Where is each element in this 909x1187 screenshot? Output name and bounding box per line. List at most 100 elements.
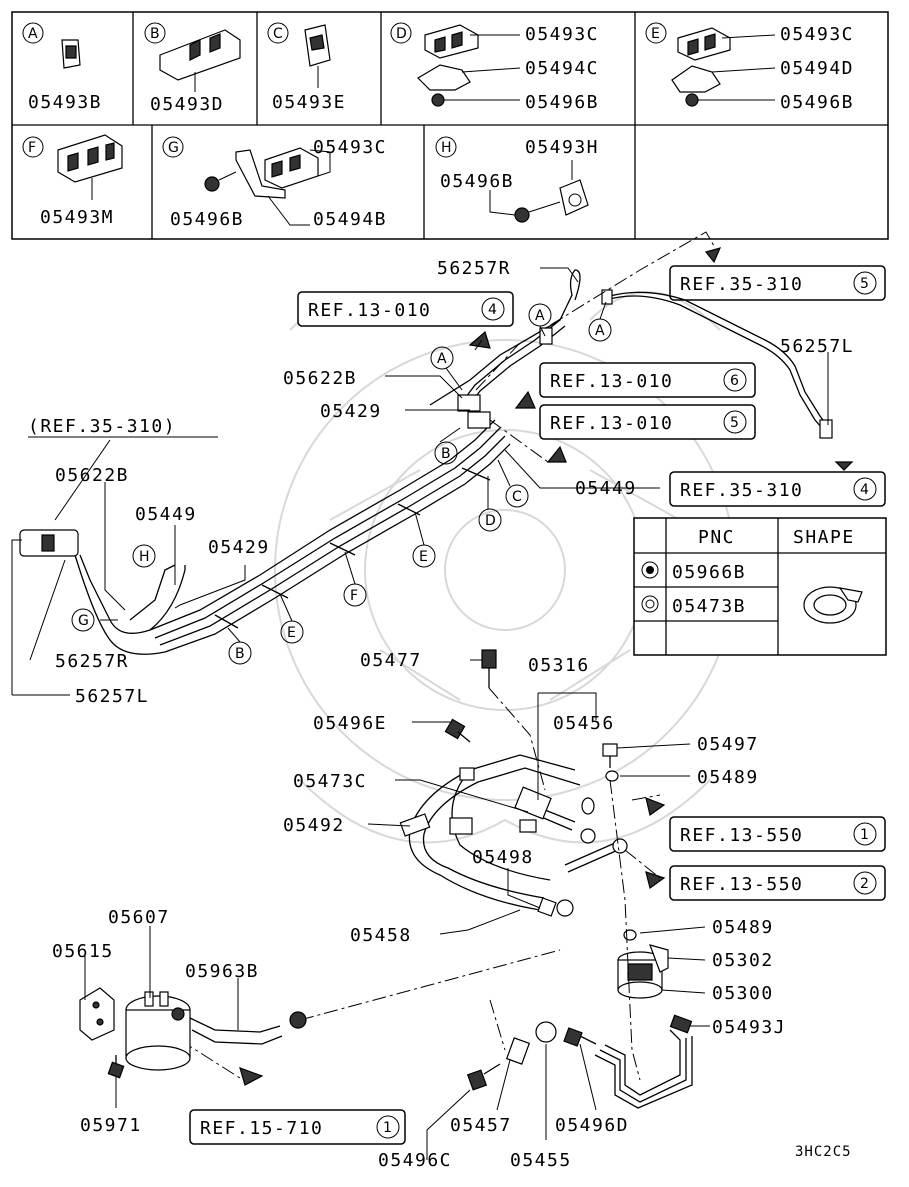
panel-letter-c: C [273,26,283,42]
label-56257R-left: 56257R [55,651,129,672]
label-05477: 05477 [360,650,422,671]
svg-text:F: F [350,588,358,604]
label-05300: 05300 [712,983,774,1004]
double-ring-icon [645,599,655,609]
labels-top: 56257R 56257L 05622B 05429 05449 05622B … [55,258,853,707]
label-05449-mid: 05449 [575,478,637,499]
filled-ring-icon [646,566,654,574]
canister-assembly [79,987,597,1091]
svg-text:5: 5 [860,276,869,292]
svg-text:C: C [512,489,522,505]
svg-text:REF.35-310: REF.35-310 [680,480,803,501]
canister-05607 [125,991,191,1071]
table-header-shape: SHAPE [793,527,855,548]
pnc-shape-table: PNC SHAPE 05966B 05473B [633,517,887,656]
table-header-pnc: PNC [698,527,735,548]
label-05963B: 05963B [185,961,259,982]
bolt-05496C [466,1063,501,1091]
label-05622B-mid: 05622B [283,368,357,389]
svg-text:4: 4 [488,302,497,318]
ref-box-15-710-1: REF.15-710 1 [189,1109,406,1145]
svg-text:REF.13-550: REF.13-550 [680,874,803,895]
bolt-05496D [563,1027,597,1047]
label-05429-left: 05429 [208,537,270,558]
label-05607: 05607 [108,907,170,928]
leaders-middle [367,659,710,1027]
label-05622B-left: 05622B [55,465,129,486]
label-56257R-top: 56257R [437,258,511,279]
svg-text:REF.13-010: REF.13-010 [550,371,673,392]
part-05493C-e: 05493C [780,24,854,45]
svg-text:G: G [78,613,89,629]
svg-text:REF.13-010: REF.13-010 [308,300,431,321]
panel-letter-b: B [150,26,160,42]
svg-text:D: D [485,513,496,529]
panel-letter-e: E [651,26,660,42]
svg-text:1: 1 [860,827,869,843]
svg-text:5: 5 [730,415,739,431]
part-05493M: 05493M [40,207,114,228]
svg-text:H: H [139,549,150,565]
panel-letter-h: H [441,140,452,156]
label-05489-lower: 05489 [712,917,774,938]
part-05493D: 05493D [150,94,224,115]
label-05492: 05492 [283,815,345,836]
label-05302: 05302 [712,950,774,971]
part-05494D: 05494D [780,58,854,79]
svg-text:A: A [595,323,605,339]
label-05971: 05971 [80,1115,142,1136]
label-05496D: 05496D [555,1115,629,1136]
svg-text:B: B [441,446,451,462]
ref-box-35-310-4: REF.35-310 4 [669,471,886,507]
label-05493J: 05493J [712,1017,786,1038]
label-05473C: 05473C [293,771,367,792]
part-05493E: 05493E [272,92,346,113]
hose-05963B [189,1017,283,1045]
ref-box-13-550-1: REF.13-550 1 [669,816,886,852]
ref-arrows [239,247,854,1086]
panel-b: B 05493D [144,22,241,115]
part-05494C: 05494C [525,58,599,79]
ref-box-35-310-5: REF.35-310 5 [669,265,886,301]
part-05494B: 05494B [313,209,387,230]
svg-text:4: 4 [860,482,869,498]
part-05493B: 05493B [28,92,102,113]
bolt-05477 [481,649,497,688]
panel-letter-g: G [168,140,179,156]
panel-letter-f: F [28,140,36,156]
clip-callouts: A A A B C D E F E B G H [71,301,612,665]
part-05493C-d: 05493C [525,24,599,45]
diagram-code: 3HC2C5 [795,1144,852,1160]
part-05496B-d: 05496B [525,92,599,113]
part-05496B-g: 05496B [170,209,244,230]
bolt-05971 [107,1055,125,1079]
svg-text:6: 6 [730,373,739,389]
panel-a: A 05493B [22,22,102,113]
label-05316: 05316 [528,655,590,676]
svg-text:A: A [437,351,447,367]
panel-d: D 05493C 05494C 05496B [390,22,599,113]
ref-box-13-550-2: REF.13-550 2 [669,865,886,901]
part-05496B-h: 05496B [440,171,514,192]
label-05429-mid: 05429 [320,401,382,422]
svg-text:E: E [419,549,428,565]
ref-boxes: REF.35-310 5 REF.13-010 4 REF.13-010 6 R… [28,265,886,1145]
bolt-05496E [444,718,471,743]
svg-text:REF.13-550: REF.13-550 [680,825,803,846]
leaders-top [11,267,829,696]
label-05489-upper: 05489 [697,767,759,788]
label-05496E: 05496E [313,713,387,734]
panel-letter-d: D [396,26,407,42]
panel-g: G 05493C 05496B 05494B [162,136,387,230]
panel-c: C 05493E [267,22,346,113]
hose-assembly [179,649,693,1109]
label-05497: 05497 [697,734,759,755]
label-05496C: 05496C [378,1150,452,1171]
panel-f: F 05493M [22,134,123,228]
label-05498: 05498 [472,847,534,868]
svg-text:E: E [287,625,296,641]
part-05493H: 05493H [525,137,599,158]
svg-text:REF.15-710: REF.15-710 [200,1118,323,1139]
